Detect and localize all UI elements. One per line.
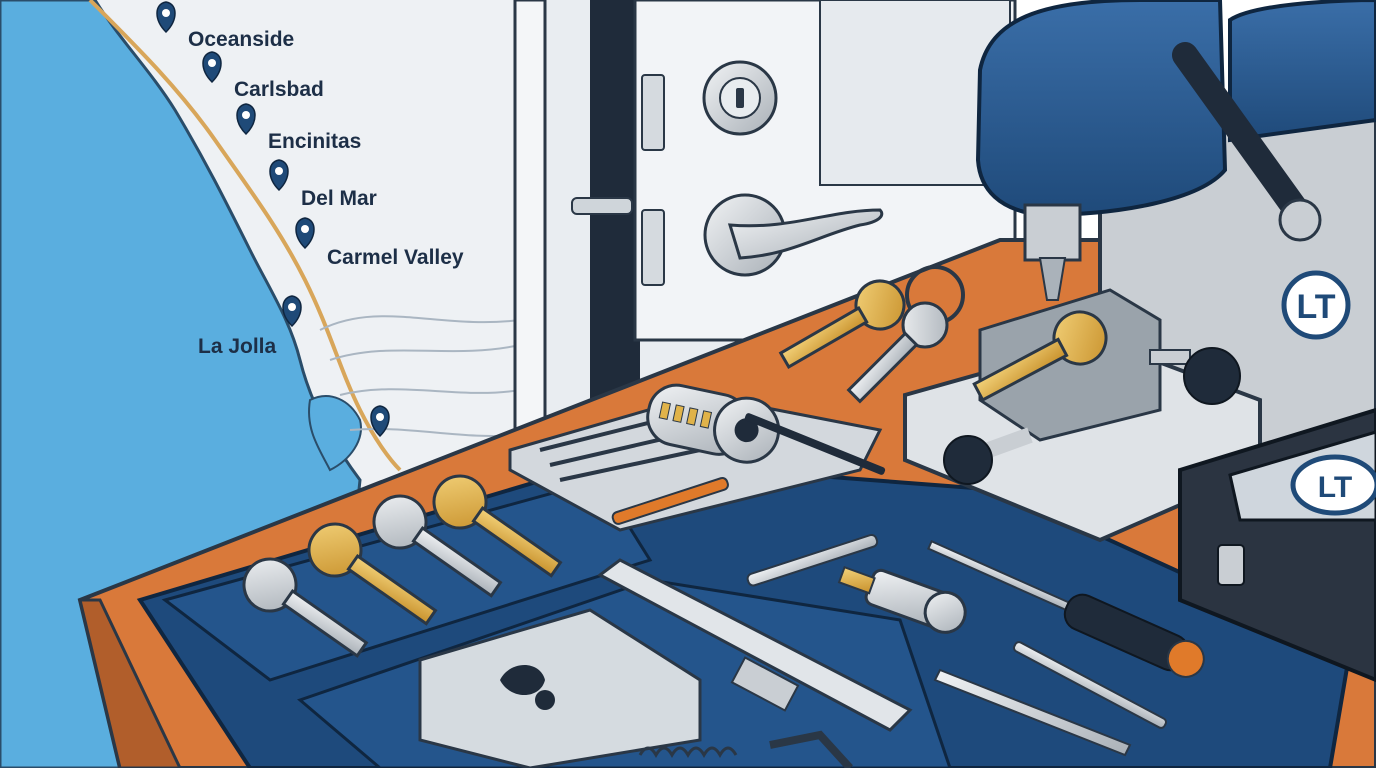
faceplate — [597, 558, 913, 732]
lock-pick — [744, 413, 886, 475]
tension-wrench — [611, 477, 729, 525]
key-in-vise-icon — [972, 310, 1108, 402]
tools — [746, 533, 1205, 768]
vise-knob-icon — [1149, 347, 1241, 405]
hex-key-icon — [769, 730, 853, 768]
key-cutting-machine: LT — [903, 0, 1376, 543]
key-icon — [242, 557, 369, 658]
city-label-del-mar: Del Mar — [301, 187, 377, 210]
city-label-carmel-valley: Carmel Valley — [327, 246, 464, 269]
road-2 — [329, 344, 521, 361]
tool-case: LT — [1178, 407, 1376, 683]
machine-head — [975, 0, 1228, 218]
map-pin-icon — [370, 405, 390, 438]
highway — [88, 0, 402, 472]
spindle — [1023, 203, 1082, 262]
bay — [308, 395, 362, 472]
logo-text: LT — [1318, 471, 1352, 504]
tweezers-icon — [933, 668, 1132, 757]
strike-plate-bottom — [641, 209, 665, 286]
road-1 — [319, 315, 521, 331]
map-pin-icon — [236, 103, 256, 136]
lock-cylinder-icon — [837, 565, 967, 634]
key-ring — [778, 265, 965, 404]
vise-knob-icon — [943, 427, 1033, 485]
key-icon — [846, 301, 949, 404]
key-icon — [372, 494, 503, 598]
desk-edge — [78, 598, 182, 768]
pin-tumbler-cylinder-icon — [646, 383, 781, 464]
map-pin-icon — [269, 159, 289, 192]
door-frame-left — [513, 0, 547, 432]
mortise-lock-body — [418, 608, 702, 768]
map-pin-icon — [202, 51, 222, 84]
city-label-la-jolla: La Jolla — [198, 335, 277, 358]
latch-bolt — [571, 197, 633, 215]
city-label-oceanside: Oceanside — [188, 28, 294, 51]
brand-logo: LT — [1290, 454, 1376, 516]
awl-tool — [1013, 641, 1167, 729]
brand-logo: LT — [1281, 270, 1351, 340]
key-icon — [778, 279, 906, 369]
strike-plate-top — [641, 74, 665, 151]
city-label-encinitas: Encinitas — [268, 130, 361, 153]
map-pin-icon — [295, 217, 315, 250]
logo-text: LT — [1296, 288, 1335, 326]
map-pin-icon — [282, 295, 302, 328]
road-3 — [339, 388, 521, 396]
key-icon — [307, 522, 438, 626]
punch-tool — [746, 533, 879, 587]
case-latch-icon — [1217, 544, 1245, 586]
screwdriver-icon — [927, 540, 1205, 678]
key-vise — [978, 288, 1162, 442]
lever-handle-icon — [1172, 42, 1322, 242]
door-lever-icon — [727, 208, 884, 260]
key-icon — [432, 474, 563, 578]
city-label-carlsbad: Carlsbad — [234, 78, 324, 101]
cutter-bit — [1038, 257, 1067, 301]
key-set — [242, 474, 563, 658]
spring-icon — [638, 746, 738, 759]
machine-top-housing — [1228, 0, 1376, 143]
city-markers: Oceanside Carlsbad Encinitas Del Mar Car… — [156, 1, 464, 438]
map-pin-icon — [156, 1, 176, 34]
lock-pick-tray — [508, 383, 886, 532]
